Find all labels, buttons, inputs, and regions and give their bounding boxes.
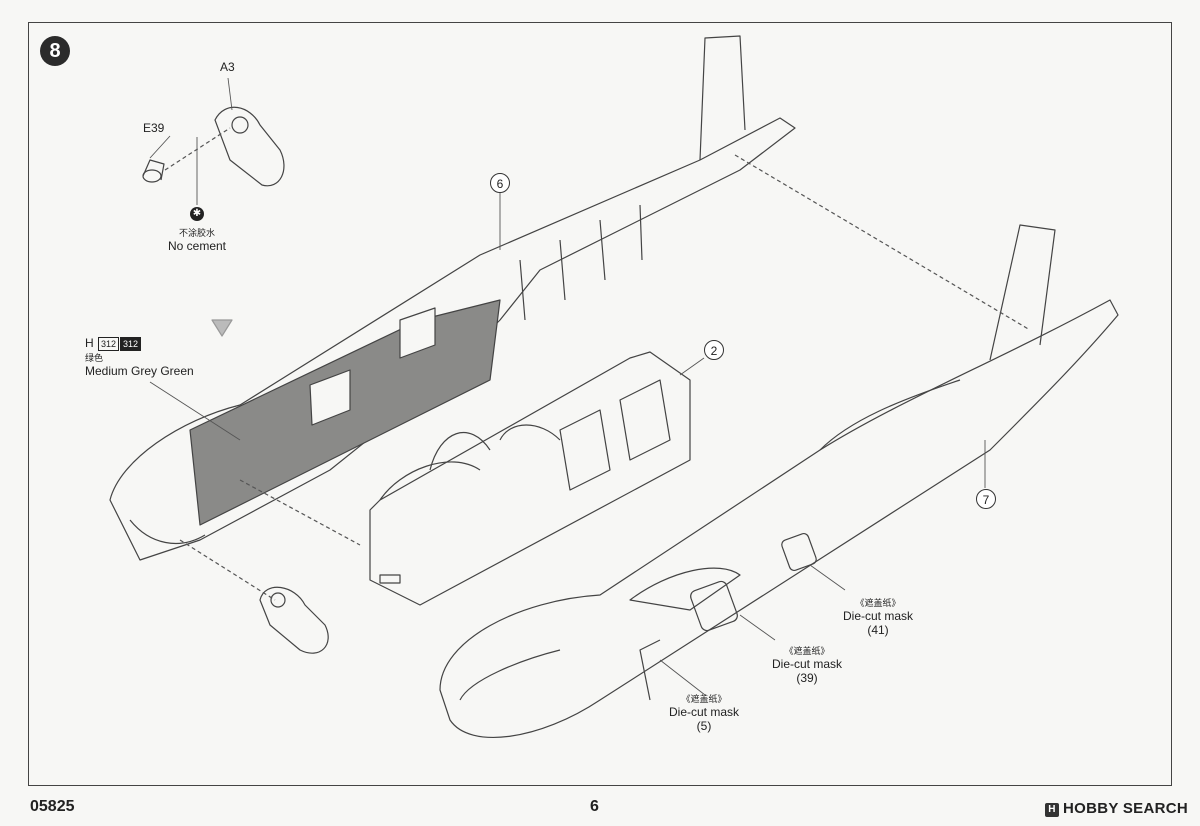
paint-box-b: 312 — [120, 337, 142, 351]
mask-5-cn: 《遮盖纸》 — [681, 694, 727, 704]
mask-5-en: Die-cut mask — [668, 705, 739, 719]
no-cement-icon: ✱ — [190, 207, 204, 221]
cockpit-tub — [369, 351, 691, 606]
brand-logo-icon: H — [1044, 803, 1059, 817]
callout-part-6: 6 — [490, 173, 510, 193]
mask-41-en: Die-cut mask — [842, 609, 913, 623]
step-number-badge: 8 — [40, 36, 70, 66]
callout-part-2: 2 — [704, 340, 724, 360]
right-fuselage-half — [439, 224, 1119, 738]
callout-part-7: 7 — [976, 489, 996, 509]
mask-label-5: 《遮盖纸》 Die-cut mask (5) — [664, 692, 744, 733]
no-cement-en: No cement — [167, 239, 227, 253]
part-e39 — [142, 159, 165, 183]
mask-39-cn: 《遮盖纸》 — [784, 646, 830, 656]
mask-label-41: 《遮盖纸》 Die-cut mask (41) — [838, 596, 918, 637]
mask-39-num: (39) — [796, 671, 818, 685]
paint-box-a: 312 — [98, 337, 120, 351]
no-cement-cn: 不涂胶水 — [178, 228, 215, 238]
product-code: 05825 — [30, 798, 75, 815]
part-a3-bottom — [259, 586, 329, 654]
paint-en: Medium Grey Green — [85, 364, 194, 378]
part-a3-label: A3 — [220, 60, 235, 74]
page-frame — [28, 22, 1172, 786]
no-cement-note: 不涂胶水 No cement — [162, 226, 232, 253]
part-e39-label: E39 — [143, 121, 165, 135]
paint-code: H — [85, 336, 94, 350]
left-fuselage-half — [109, 35, 796, 561]
mask-41-num: (41) — [867, 623, 889, 637]
brand-text: HOBBY SEARCH — [1062, 800, 1188, 817]
paint-cn: 绿色 — [85, 353, 104, 363]
mask-41-cn: 《遮盖纸》 — [855, 598, 901, 608]
page-number: 6 — [590, 798, 599, 815]
mask-5-num: (5) — [696, 719, 712, 733]
mask-label-39: 《遮盖纸》 Die-cut mask (39) — [767, 644, 847, 685]
mask-39-en: Die-cut mask — [771, 657, 842, 671]
part-a3-top — [214, 106, 285, 187]
